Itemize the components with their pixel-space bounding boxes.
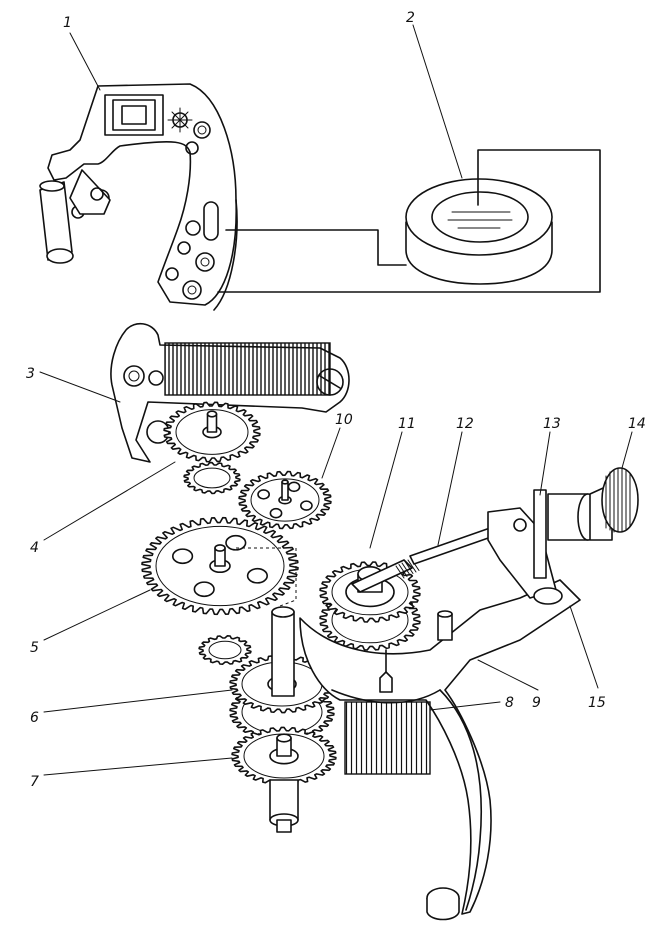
callout-label-4: 4 [30, 540, 39, 556]
pinion-gear-4-lower [183, 461, 241, 495]
hidden-pinion-outline [236, 547, 297, 607]
callout-label-1: 1 [63, 15, 72, 31]
callout-label-9: 9 [532, 695, 541, 711]
callout-12: 12 [437, 416, 474, 546]
center-shaft [269, 606, 299, 833]
callout-label-12: 12 [456, 416, 474, 432]
gear-5 [141, 516, 299, 616]
battery-disc [405, 178, 553, 285]
callout-label-14: 14 [628, 416, 646, 432]
callout-6: 6 [30, 689, 233, 726]
connection-wires [217, 149, 601, 293]
callout-label-10: 10 [335, 412, 353, 428]
callout-label-11: 11 [398, 416, 416, 432]
callout-2: 2 [406, 10, 463, 179]
callout-label-15: 15 [588, 695, 606, 711]
callout-10: 10 [321, 412, 353, 479]
callout-1: 1 [63, 15, 101, 91]
callout-label-3: 3 [26, 366, 35, 382]
drive-shaft [409, 467, 639, 605]
callout-14: 14 [621, 416, 646, 469]
callout-3: 3 [26, 366, 121, 403]
callout-label-5: 5 [30, 640, 39, 656]
gear-7 [231, 726, 337, 786]
gear-train [141, 401, 421, 833]
circuit-board-plate [39, 83, 238, 311]
callout-label-8: 8 [505, 695, 514, 711]
lever-plate [299, 579, 581, 921]
callout-15: 15 [569, 605, 606, 711]
callout-label-7: 7 [30, 774, 39, 790]
callout-label-2: 2 [406, 10, 415, 26]
gear-10 [238, 470, 332, 530]
callout-13: 13 [539, 416, 561, 496]
callout-9: 9 [477, 659, 541, 711]
callout-5: 5 [30, 589, 151, 656]
coil-winding [164, 342, 331, 396]
gear-5-pinion [198, 635, 252, 665]
callout-11: 11 [369, 416, 416, 549]
callout-label-6: 6 [30, 710, 39, 726]
callout-4: 4 [30, 461, 176, 556]
coil-assembly [110, 322, 350, 463]
callout-label-13: 13 [543, 416, 561, 432]
ratchet-pawl [351, 558, 420, 593]
rack-block [344, 701, 431, 775]
gear-4 [163, 401, 261, 463]
callout-7: 7 [30, 757, 233, 790]
callouts: 1 2 3 4 5 6 7 8 [26, 10, 646, 790]
callout-8: 8 [429, 695, 514, 711]
